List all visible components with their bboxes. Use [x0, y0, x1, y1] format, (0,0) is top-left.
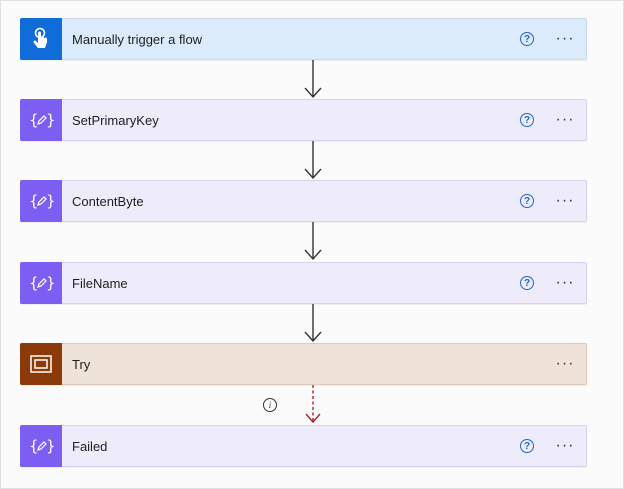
help-icon[interactable]: ? [520, 113, 534, 127]
svg-text:}: } [46, 274, 54, 292]
more-options-button[interactable]: ··· [555, 437, 575, 454]
flow-step-failed[interactable]: { } Failed ? ··· [20, 425, 587, 467]
variable-icon: { } [20, 99, 62, 141]
flow-step-trigger[interactable]: Manually trigger a flow ? ··· [20, 18, 587, 60]
variable-icon: { } [20, 180, 62, 222]
scope-icon [20, 343, 62, 385]
svg-text:}: } [46, 192, 54, 210]
flow-step-filename[interactable]: { } FileName ? ··· [20, 262, 587, 304]
help-icon[interactable]: ? [520, 276, 534, 290]
help-icon[interactable]: ? [520, 439, 534, 453]
connector-arrow [304, 304, 322, 343]
more-options-button[interactable]: ··· [555, 355, 575, 372]
step-title: ContentByte [72, 193, 144, 209]
more-options-button[interactable]: ··· [555, 30, 575, 47]
step-title: SetPrimaryKey [72, 112, 159, 128]
step-title: Manually trigger a flow [72, 31, 203, 47]
run-after-connector [305, 385, 321, 424]
step-title: Failed [72, 438, 108, 454]
svg-text:{: { [29, 192, 39, 210]
variable-icon: { } [20, 262, 62, 304]
connector-arrow [304, 60, 322, 99]
connector-arrow [304, 141, 322, 180]
flow-step-setprimarykey[interactable]: { } SetPrimaryKey ? ··· [20, 99, 587, 141]
more-options-button[interactable]: ··· [555, 192, 575, 209]
step-title: Try [72, 356, 91, 372]
help-icon[interactable]: ? [520, 194, 534, 208]
help-icon[interactable]: ? [520, 32, 534, 46]
svg-text:{: { [29, 274, 39, 292]
svg-text:{: { [29, 111, 39, 129]
run-after-info-icon[interactable]: i [263, 398, 277, 412]
svg-text:{: { [29, 437, 39, 455]
more-options-button[interactable]: ··· [555, 274, 575, 291]
svg-text:}: } [46, 111, 54, 129]
variable-icon: { } [20, 425, 62, 467]
more-options-button[interactable]: ··· [555, 111, 575, 128]
connector-arrow [304, 222, 322, 261]
flow-step-contentbyte[interactable]: { } ContentByte ? ··· [20, 180, 587, 222]
svg-text:}: } [46, 437, 54, 455]
step-title: FileName [72, 275, 128, 291]
touch-icon [20, 18, 62, 60]
flow-step-try-scope[interactable]: Try ··· [20, 343, 587, 385]
